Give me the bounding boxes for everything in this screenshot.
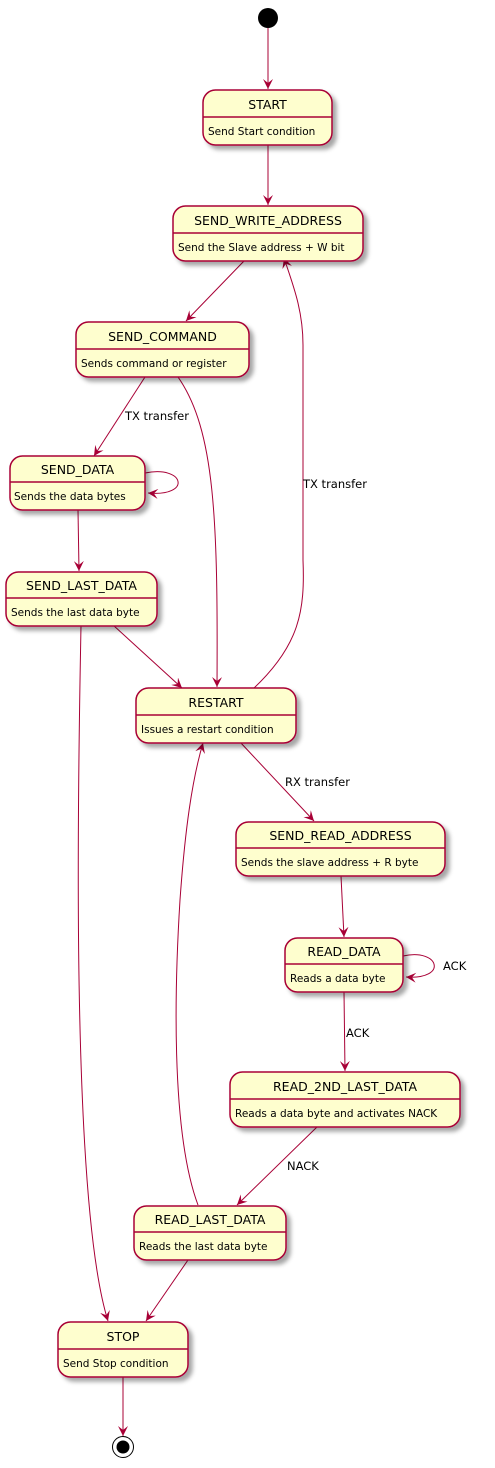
- edge-send-data-self-loop: [144, 471, 179, 499]
- state-description: Sends the slave address + R byte: [241, 857, 418, 869]
- label-restart-send-write-address: TX transfer: [302, 477, 367, 491]
- state-read-2nd-last-data: READ_2ND_LAST_DATA Reads a data byte and…: [229, 1071, 461, 1128]
- state-title: READ_2ND_LAST_DATA: [273, 1079, 417, 1094]
- edge-restart-send-write-address: [252, 257, 304, 690]
- state-description: Send the Slave address + W bit: [178, 242, 345, 254]
- state-send-command: SEND_COMMAND Sends command or register: [75, 321, 250, 378]
- final-state-marker: [112, 1436, 134, 1458]
- state-title: SEND_COMMAND: [108, 329, 217, 344]
- edge-send-data-send-last-data: [73, 509, 84, 572]
- state-title: READ_LAST_DATA: [155, 1212, 266, 1227]
- edge-send-write-address-send-command: [185, 260, 245, 322]
- initial-state-marker: [258, 8, 278, 28]
- state-read-data: READ_DATA Reads a data byte: [284, 937, 404, 993]
- state-restart: RESTART Issues a restart condition: [135, 687, 297, 744]
- state-send-write-address: SEND_WRITE_ADDRESS Send the Slave addres…: [172, 205, 364, 262]
- transitions: [73, 28, 435, 1436]
- label-send-command-send-data: TX transfer: [124, 409, 189, 423]
- state-title: SEND_READ_ADDRESS: [269, 828, 411, 843]
- state-title: START: [248, 97, 287, 112]
- state-description: Send Start condition: [208, 126, 315, 138]
- state-title: SEND_DATA: [41, 462, 115, 477]
- state-read-last-data: READ_LAST_DATA Reads the last data byte: [133, 1205, 287, 1261]
- states: START Send Start condition SEND_WRITE_AD…: [5, 89, 461, 1378]
- edge-send-command-restart: [177, 376, 223, 688]
- state-send-last-data: SEND_LAST_DATA Sends the last data byte: [5, 571, 158, 627]
- state-description: Reads a data byte and activates NACK: [235, 1108, 438, 1120]
- edge-send-last-data-stop: [77, 625, 110, 1322]
- state-send-data: SEND_DATA Sends the data bytes: [9, 455, 146, 511]
- edge-read-2nd-last-data-read-last-data: [236, 1125, 319, 1206]
- state-stop: STOP Send Stop condition: [57, 1321, 189, 1378]
- state-title: SEND_WRITE_ADDRESS: [194, 213, 342, 228]
- transition-labels: TX transfer TX transfer RX transfer ACK …: [124, 409, 467, 1173]
- state-description: Issues a restart condition: [141, 724, 274, 736]
- state-send-read-address: SEND_READ_ADDRESS Sends the slave addres…: [235, 821, 446, 877]
- state-description: Sends the data bytes: [14, 491, 126, 503]
- label-read-data-self-loop: ACK: [443, 959, 467, 973]
- state-description: Sends command or register: [81, 358, 227, 370]
- label-read-data-read-2nd-last-data: ACK: [346, 1026, 370, 1040]
- label-read-2nd-last-data-read-last-data: NACK: [287, 1159, 319, 1173]
- state-description: Sends the last data byte: [11, 607, 140, 619]
- label-restart-send-read-address: RX transfer: [285, 775, 350, 789]
- edge-send-read-address-read-data: [338, 875, 349, 938]
- edge-read-data-read-2nd-last-data: [339, 991, 350, 1072]
- edge-read-last-data-restart: [175, 742, 205, 1206]
- state-description: Reads a data byte: [290, 973, 385, 985]
- state-description: Send Stop condition: [63, 1358, 169, 1370]
- state-title: STOP: [107, 1329, 140, 1344]
- state-title: SEND_LAST_DATA: [26, 578, 137, 593]
- edge-read-last-data-stop: [145, 1259, 189, 1322]
- state-title: RESTART: [188, 695, 244, 710]
- edge-send-last-data-restart: [112, 624, 183, 689]
- state-title: READ_DATA: [307, 944, 381, 959]
- state-description: Reads the last data byte: [139, 1241, 267, 1253]
- state-start: START Send Start condition: [202, 89, 333, 146]
- edge-restart-send-read-address: [239, 741, 315, 822]
- edge-read-data-self-loop: [402, 954, 435, 983]
- edge-send-command-send-data: [93, 376, 146, 457]
